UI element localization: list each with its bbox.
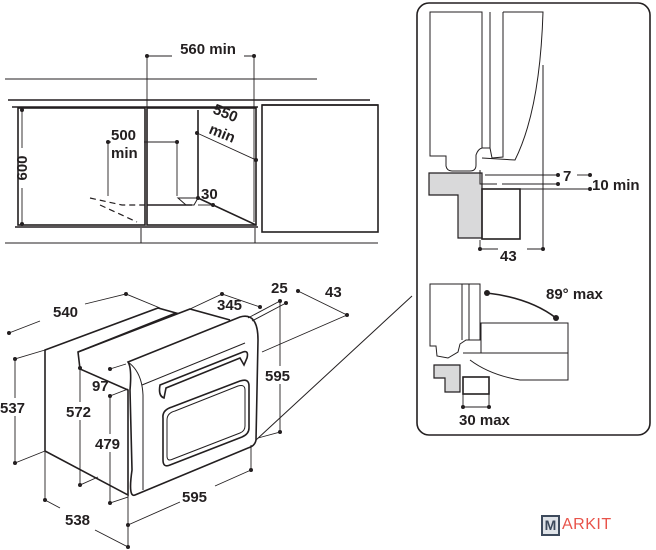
dashed-outline xyxy=(89,197,145,206)
detail-inset: 7 10 min 43 89° max 30 max xyxy=(416,2,651,436)
door-section xyxy=(481,11,544,161)
cabinet-panel-section xyxy=(481,188,521,240)
cabinet-rail-section xyxy=(428,172,483,239)
front-width-label: 595 xyxy=(182,489,207,506)
gap-label: 30 xyxy=(201,186,218,203)
front-thickness-label: 25 xyxy=(271,280,288,297)
depth-min-unit: min xyxy=(111,145,138,162)
body-height-label: 537 xyxy=(0,400,25,417)
cabinet-installation-view: 560 min 600 500 min 550 min 30 xyxy=(5,40,379,244)
depth-total-label: 540 xyxy=(53,304,78,321)
panel-section-lower xyxy=(462,376,490,395)
oven-door xyxy=(126,315,259,497)
oven-section xyxy=(429,11,483,172)
oven-compartment xyxy=(146,107,257,226)
control-panel-edge xyxy=(141,342,246,386)
gap-min-label: 10 min xyxy=(592,177,640,194)
logo-text: ARKIT xyxy=(562,516,612,533)
depth-min-value: 500 xyxy=(111,127,136,144)
hinge-clearance-label: 30 max xyxy=(459,412,511,429)
markit-logo: M ARKIT xyxy=(541,514,612,536)
front-height-label: 595 xyxy=(265,368,290,385)
door-offset-label: 43 xyxy=(325,284,342,301)
control-height-label: 97 xyxy=(92,378,109,395)
body-width-label: 538 xyxy=(65,512,90,529)
door-angle-label: 89° max xyxy=(546,286,604,303)
door-handle xyxy=(158,350,249,400)
body-inner-height-label: 572 xyxy=(66,404,91,421)
depth-panel-label: 345 xyxy=(217,297,242,314)
height-label: 600 xyxy=(14,155,31,180)
rail-section-lower xyxy=(433,364,461,393)
door-window xyxy=(162,379,250,467)
gap-small-label: 7 xyxy=(563,168,571,185)
width-min-label: 560 min xyxy=(180,41,236,58)
side-panel xyxy=(261,104,379,233)
door-height-label: 479 xyxy=(95,436,120,453)
door-angle-arc xyxy=(486,292,557,319)
left-compartment xyxy=(17,107,146,226)
logo-mark: M xyxy=(541,514,560,536)
detail-leader-line xyxy=(255,295,413,441)
oven-isometric-view: 540 345 25 43 595 537 572 97 479 538 595 xyxy=(0,280,413,549)
offset-label: 43 xyxy=(500,248,517,265)
inset-frame xyxy=(416,2,651,436)
oven-body xyxy=(44,307,179,497)
support-bracket xyxy=(176,197,199,206)
